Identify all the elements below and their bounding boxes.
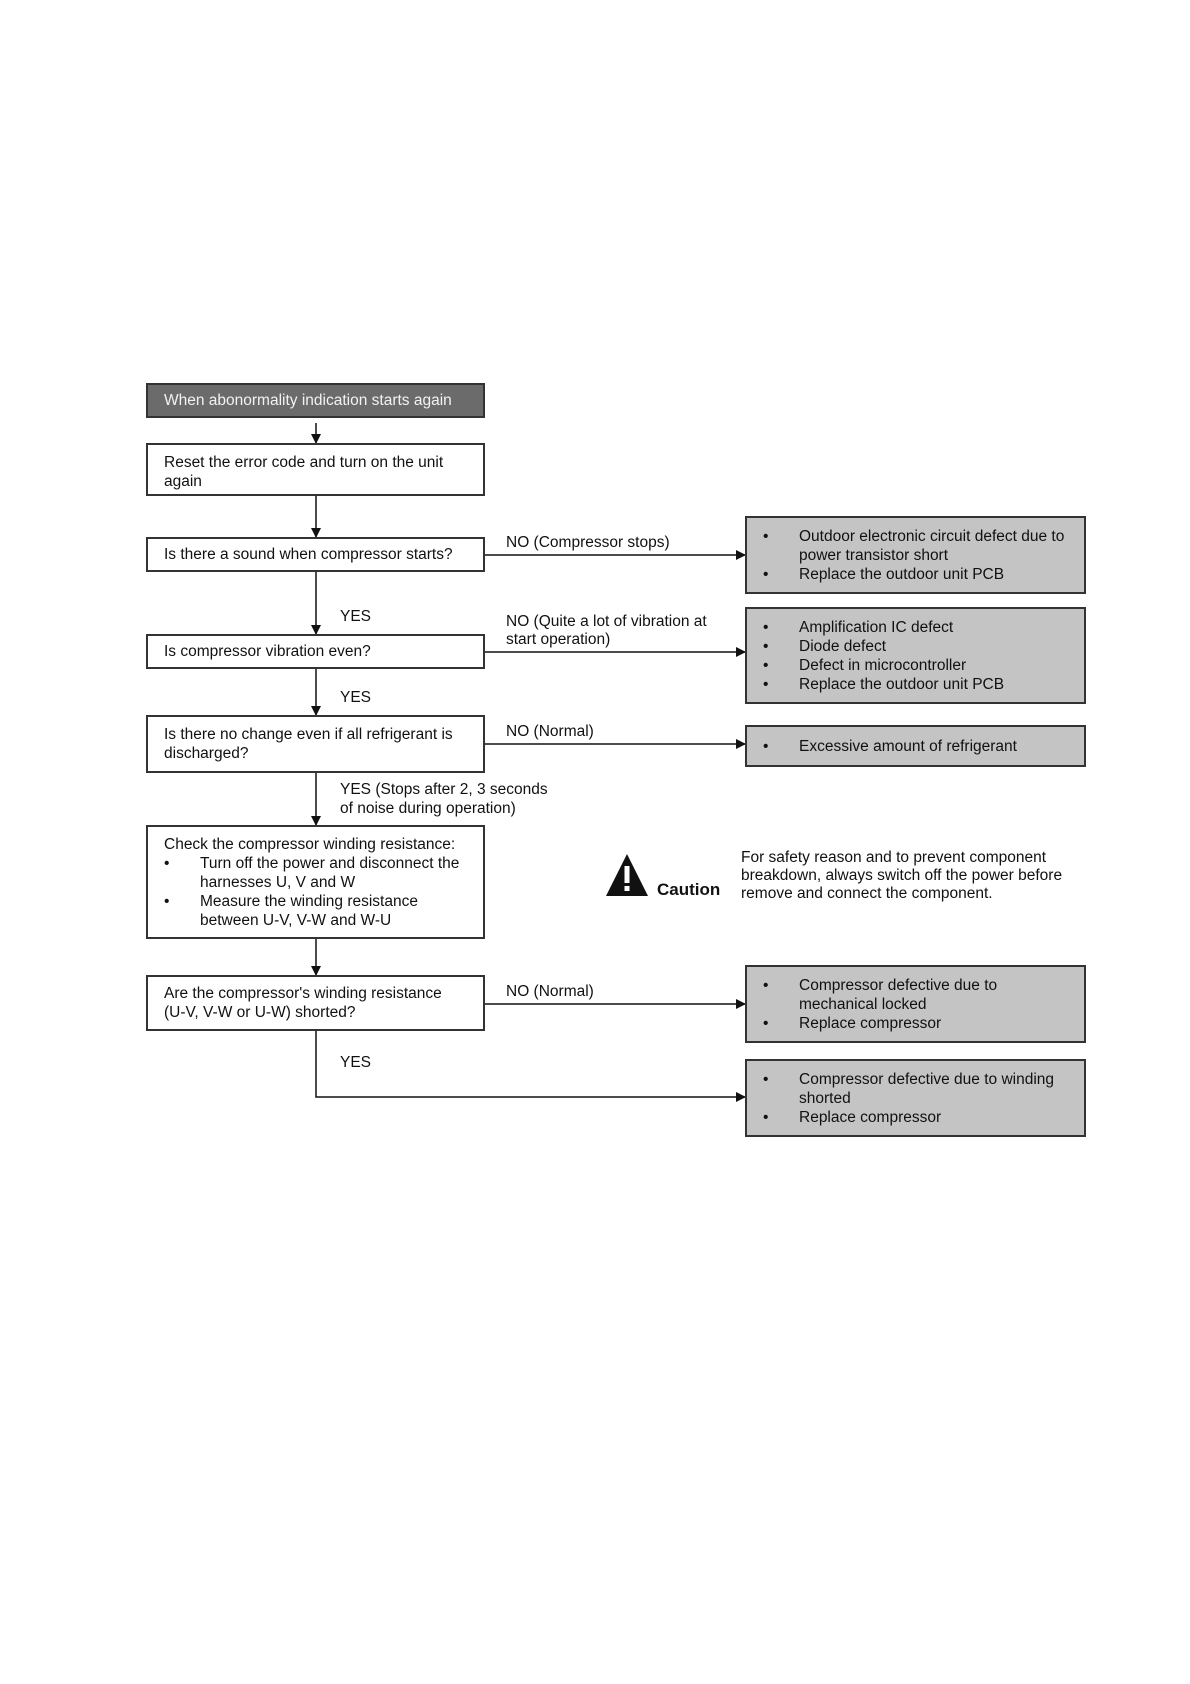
check-winding-title: Check the compressor winding resistance: (164, 836, 456, 853)
question-refrigerant-discharged: Is there no change even if all refrigera… (146, 715, 485, 773)
label-q1-no: NO (Compressor stops) (506, 534, 670, 551)
question-winding-shorted: Are the compressor's winding resistance … (146, 975, 485, 1031)
label-q2-yes: YES (340, 689, 372, 706)
result-item: Replace the outdoor unit PCB (763, 675, 1072, 694)
caution-text: For safety reason and to prevent compone… (741, 849, 1063, 902)
label-q4-no: NO (Normal) (506, 983, 594, 1000)
result-item: Diode defect (763, 637, 1072, 656)
result-item: Compressor defective due to winding shor… (763, 1070, 1072, 1108)
label-q4-yes: YES (340, 1054, 372, 1071)
result-mechanical-locked: Compressor defective due to mechanical l… (745, 965, 1086, 1043)
result-item: Compressor defective due to mechanical l… (763, 976, 1072, 1014)
arrow-q4-yes (315, 1031, 746, 1102)
label-q3-yes-line1: YES (Stops after 2, 3 seconds (340, 781, 548, 798)
question-compressor-sound-text: Is there a sound when compressor starts? (164, 546, 453, 563)
result-item: Replace compressor (763, 1108, 1072, 1127)
caution-label: Caution (657, 880, 721, 899)
question-compressor-sound: Is there a sound when compressor starts? (146, 537, 485, 572)
result-ic-diode-defect: Amplification IC defect Diode defect Def… (745, 607, 1086, 704)
label-q3-no: NO (Normal) (506, 723, 594, 740)
warning-triangle-icon (606, 854, 648, 896)
reset-box: Reset the error code and turn on the uni… (146, 443, 485, 496)
question-vibration-even-text: Is compressor vibration even? (164, 643, 371, 660)
label-q1-yes: YES (340, 608, 372, 625)
check-winding-resistance-box: Check the compressor winding resistance:… (146, 825, 485, 939)
result-item: Defect in microcontroller (763, 656, 1072, 675)
start-box: When abonormality indication starts agai… (146, 383, 485, 418)
result-winding-shorted: Compressor defective due to winding shor… (745, 1059, 1086, 1137)
result-item: Outdoor electronic circuit defect due to… (763, 527, 1072, 565)
result-excessive-refrigerant: Excessive amount of refrigerant (745, 725, 1086, 767)
check-item: Measure the winding resistance between U… (164, 892, 467, 930)
label-q2-no-line2: start operation) (506, 631, 611, 648)
result-item: Replace compressor (763, 1014, 1072, 1033)
label-q3-yes-line2: of noise during operation) (340, 800, 516, 817)
check-item: Turn off the power and disconnect the ha… (164, 854, 467, 892)
reset-text: Reset the error code and turn on the uni… (164, 454, 444, 490)
start-text: When abonormality indication starts agai… (164, 392, 452, 409)
result-item: Excessive amount of refrigerant (763, 737, 1072, 756)
result-item: Replace the outdoor unit PCB (763, 565, 1072, 584)
label-q2-no-line1: NO (Quite a lot of vibration at (506, 613, 707, 630)
question-refrigerant-discharged-text: Is there no change even if all refrigera… (164, 726, 453, 762)
question-vibration-even: Is compressor vibration even? (146, 634, 485, 669)
result-power-transistor-short: Outdoor electronic circuit defect due to… (745, 516, 1086, 594)
question-winding-shorted-text: Are the compressor's winding resistance … (164, 985, 442, 1021)
result-item: Amplification IC defect (763, 618, 1072, 637)
